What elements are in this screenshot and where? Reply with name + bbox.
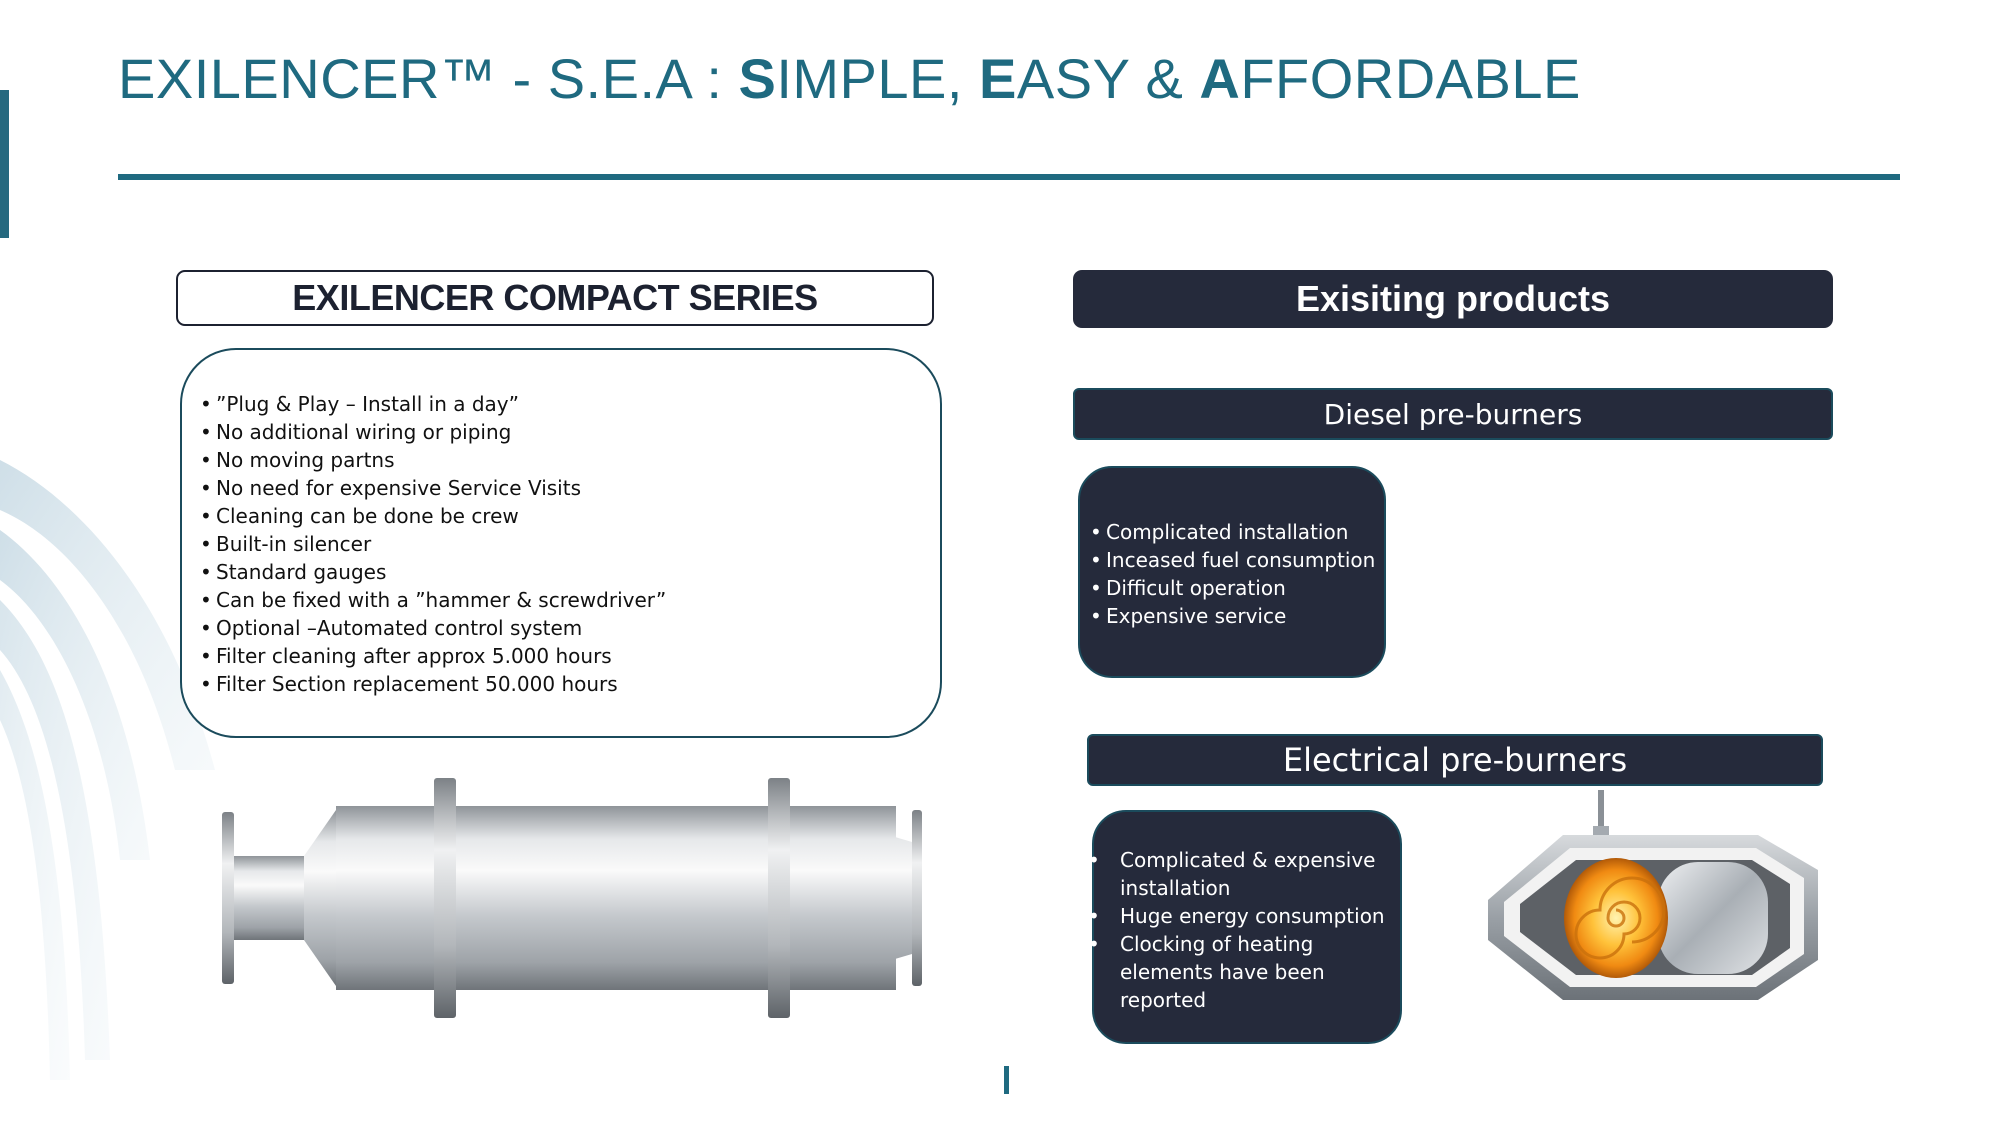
list-item: Filter cleaning after approx 5.000 hours <box>200 642 666 670</box>
title-underline <box>118 174 1900 180</box>
page-marker <box>1004 1066 1009 1094</box>
list-item: Cleaning can be done be crew <box>200 502 666 530</box>
diesel-drawbacks-list: Complicated installationInceased fuel co… <box>1090 518 1375 630</box>
title-part: EXILENCER™ - S.E.A : <box>118 47 739 110</box>
title-part: A <box>1199 47 1241 110</box>
list-item: Can be fixed with a ”hammer & screwdrive… <box>200 586 666 614</box>
list-item: Expensive service <box>1090 602 1375 630</box>
compact-features-list: ”Plug & Play – Install in a day”No addit… <box>200 390 666 698</box>
list-item: No additional wiring or piping <box>200 418 666 446</box>
title-part: ASY & <box>1016 47 1200 110</box>
list-item: Built-in silencer <box>200 530 666 558</box>
list-item: Complicated & expensive installation <box>1104 846 1394 902</box>
electrical-drawbacks-box: Complicated & expensive installationHuge… <box>1092 810 1402 1044</box>
electrical-preburners-header: Electrical pre-burners <box>1087 734 1823 786</box>
list-item: Optional –Automated control system <box>200 614 666 642</box>
title-part: FFORDABLE <box>1240 47 1581 110</box>
compact-series-header: EXILENCER COMPACT SERIES <box>176 270 934 326</box>
list-item: Clocking of heating elements have been r… <box>1104 930 1394 1014</box>
list-item: ”Plug & Play – Install in a day” <box>200 390 666 418</box>
title-part: S <box>738 47 777 110</box>
left-accent-bar <box>0 90 9 238</box>
diesel-drawbacks-box: Complicated installationInceased fuel co… <box>1078 466 1386 678</box>
electrical-preburner-cutaway-image <box>1488 790 1818 1000</box>
list-item: Filter Section replacement 50.000 hours <box>200 670 666 698</box>
list-item: No moving partns <box>200 446 666 474</box>
compact-silencer-image <box>222 778 922 1018</box>
compact-features-box: ”Plug & Play – Install in a day”No addit… <box>180 348 942 738</box>
list-item: Difficult operation <box>1090 574 1375 602</box>
list-item: No need for expensive Service Visits <box>200 474 666 502</box>
background-swoosh-graphic <box>0 460 215 1080</box>
slide-title: EXILENCER™ - S.E.A : SIMPLE, EASY & AFFO… <box>118 46 1581 111</box>
title-part: E <box>979 47 1017 110</box>
list-item: Huge energy consumption <box>1104 902 1394 930</box>
list-item: Inceased fuel consumption <box>1090 546 1375 574</box>
list-item: Complicated installation <box>1090 518 1375 546</box>
electrical-drawbacks-list: Complicated & expensive installationHuge… <box>1104 846 1394 1014</box>
list-item: Standard gauges <box>200 558 666 586</box>
diesel-preburners-header: Diesel pre-burners <box>1073 388 1833 440</box>
existing-products-header: Exisiting products <box>1073 270 1833 328</box>
title-part: IMPLE, <box>776 47 979 110</box>
